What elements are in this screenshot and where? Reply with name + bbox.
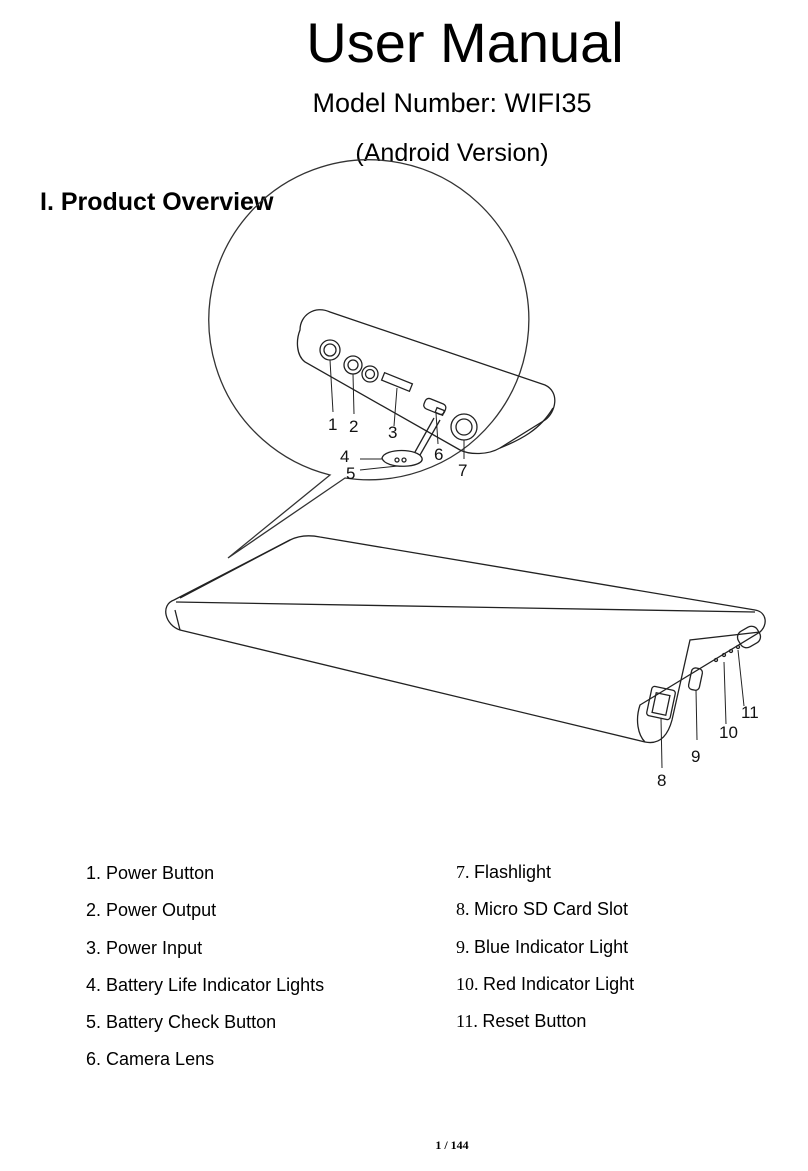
leader-lines-top bbox=[329, 359, 465, 471]
callout-3: 3 bbox=[388, 423, 397, 442]
document-title: User Manual bbox=[306, 11, 624, 74]
device-end-view bbox=[296, 309, 556, 467]
list-item: 1. Power Button bbox=[86, 863, 215, 883]
callout-4: 4 bbox=[340, 447, 349, 466]
zoom-bubble bbox=[208, 159, 530, 559]
callout-10: 10 bbox=[719, 723, 738, 742]
device-full-view bbox=[165, 535, 766, 744]
callout-7: 7 bbox=[458, 461, 467, 480]
callout-6: 6 bbox=[434, 445, 443, 464]
callout-9: 9 bbox=[691, 747, 700, 766]
callout-2: 2 bbox=[349, 417, 358, 436]
callout-8: 8 bbox=[657, 771, 666, 790]
parts-list-left: 1. Power Button 2. Power Output 3. Power… bbox=[86, 861, 324, 1085]
parts-list-right: 7. Flashlight 8. Micro SD Card Slot 9. B… bbox=[456, 860, 634, 1046]
list-item: 3. Power Input bbox=[86, 937, 203, 958]
list-item: 5. Battery Check Button bbox=[86, 1012, 277, 1033]
list-item: 4. Battery Life Indicator Lights bbox=[86, 974, 325, 995]
version-label: (Android Version) bbox=[355, 139, 549, 167]
list-item: 9. Blue Indicator Light bbox=[456, 936, 629, 957]
list-item: 11. Reset Button bbox=[456, 1011, 587, 1032]
leader-lines-bottom bbox=[660, 649, 745, 769]
list-item: 10. Red Indicator Light bbox=[456, 973, 635, 994]
list-item: 2. Power Output bbox=[86, 900, 217, 921]
section-heading: I. Product Overview bbox=[40, 188, 274, 216]
list-item: 8. Micro SD Card Slot bbox=[456, 899, 629, 920]
callout-11: 11 bbox=[741, 703, 759, 722]
model-number: Model Number: WIFI35 bbox=[312, 88, 592, 118]
callout-5: 5 bbox=[346, 464, 355, 483]
callout-1: 1 bbox=[328, 415, 337, 434]
list-item: 6. Camera Lens bbox=[86, 1049, 215, 1070]
page-number: 1 / 144 bbox=[435, 1138, 469, 1152]
list-item: 7. Flashlight bbox=[456, 862, 552, 882]
